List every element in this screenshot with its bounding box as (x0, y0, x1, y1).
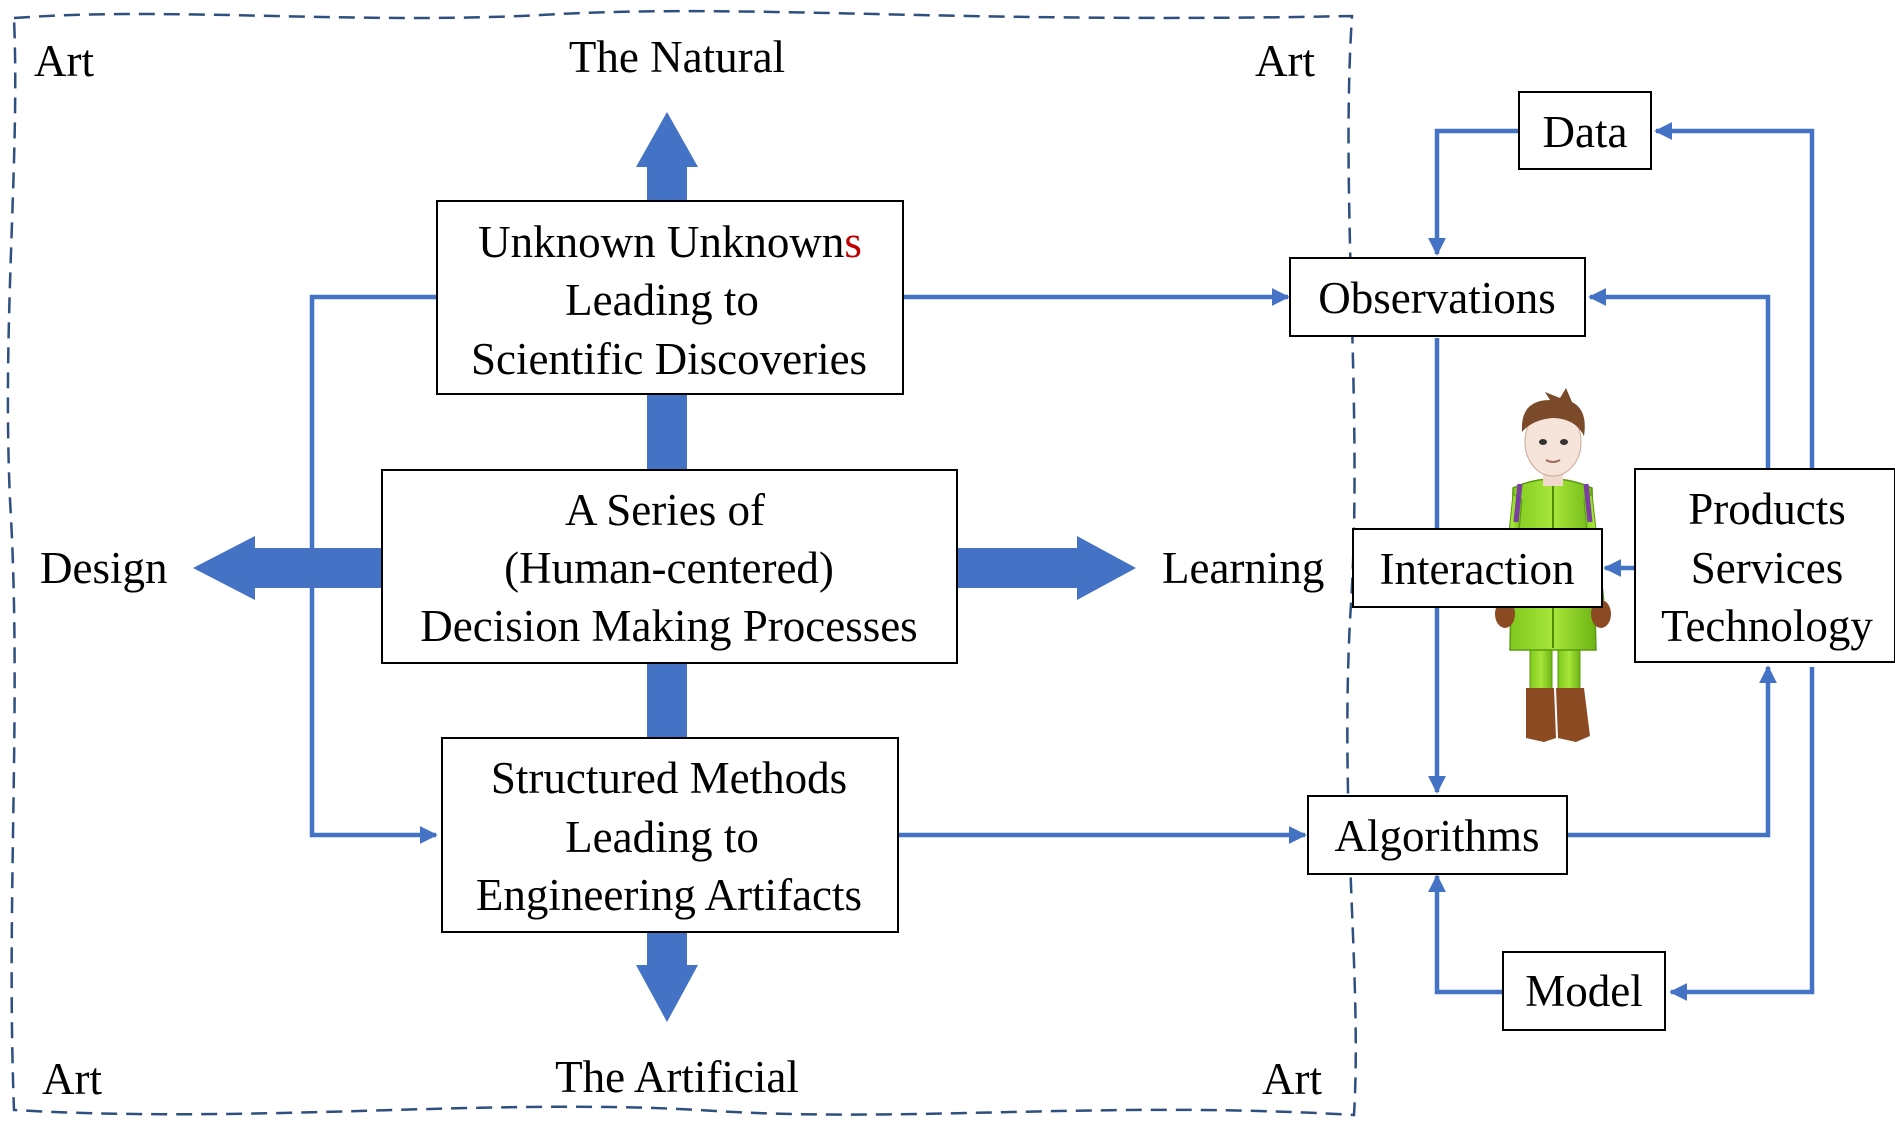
algorithms-label: Algorithms (1334, 811, 1539, 861)
bottom-box-line-1: Structured Methods (491, 753, 847, 803)
observations-label: Observations (1318, 273, 1555, 323)
connector-algorithms-to-outputs (1567, 665, 1777, 838)
box-algorithms (1307, 795, 1568, 875)
box-engineering-artifacts (441, 737, 899, 933)
block-arrow-right (955, 536, 1136, 600)
box-observations (1289, 257, 1586, 337)
box-scientific-discoveries (436, 200, 904, 395)
pole-label-natural: The Natural (569, 32, 785, 82)
center-box-line-1: A Series of (565, 485, 765, 535)
data-label: Data (1543, 107, 1628, 157)
model-label: Model (1525, 966, 1643, 1016)
bottom-box-line-3: Engineering Artifacts (476, 870, 862, 920)
box-interaction (1352, 528, 1603, 608)
block-arrow-left (193, 536, 384, 600)
corner-label-top-right: Art (1255, 36, 1315, 86)
highlighted-letter: s (844, 217, 862, 267)
connector-model-to-algorithms (1428, 874, 1503, 995)
outputs-line-technology: Technology (1661, 601, 1873, 651)
corner-label-bottom-right: Art (1262, 1054, 1322, 1104)
box-model (1502, 951, 1666, 1031)
connector-outputs-to-observations (1588, 288, 1771, 469)
bottom-box-line-2: Leading to (565, 812, 759, 862)
corner-label-top-left: Art (34, 36, 94, 86)
connector-outputs-to-model (1669, 667, 1815, 1001)
pole-label-artificial: The Artificial (555, 1052, 799, 1102)
center-box-line-3: Decision Making Processes (420, 601, 917, 651)
outputs-line-services: Services (1691, 543, 1843, 593)
pole-label-design: Design (40, 543, 168, 593)
box-products-services-technology (1634, 468, 1895, 663)
center-box-line-2: (Human-centered) (504, 543, 834, 593)
top-box-line-2: Leading to (565, 275, 759, 325)
pole-label-learning: Learning (1162, 543, 1324, 593)
dashed-boundary (6, 9, 1358, 1117)
top-box-line-1: Unknown Unknowns (478, 217, 862, 267)
box-decision-making (381, 469, 958, 664)
box-data (1518, 91, 1652, 170)
interaction-label: Interaction (1380, 544, 1575, 594)
connector-data-to-observations (1428, 128, 1519, 256)
outputs-line-products: Products (1688, 484, 1846, 534)
top-box-line-3: Scientific Discoveries (471, 334, 867, 384)
corner-label-bottom-left: Art (42, 1054, 102, 1104)
connector-outputs-to-data (1654, 122, 1815, 469)
